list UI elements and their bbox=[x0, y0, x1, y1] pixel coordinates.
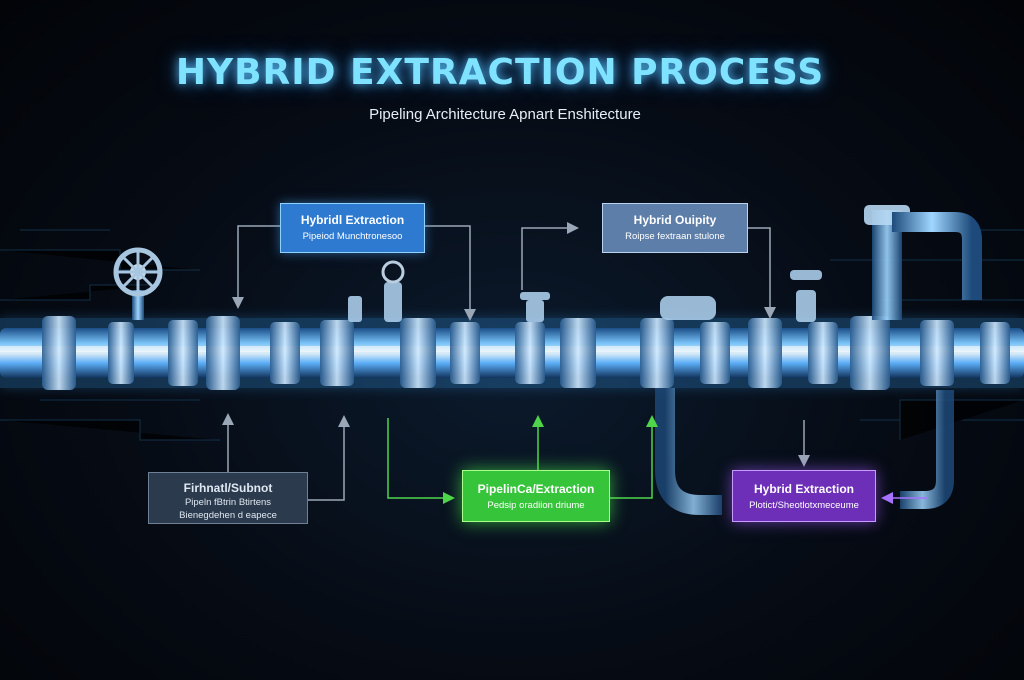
box-subtitle: Pedsip oradiion driume bbox=[487, 500, 585, 511]
box-subtitle: Pipeiod Munchtronesoo bbox=[302, 231, 403, 242]
box-title: Firhnatl/Subnot bbox=[183, 481, 273, 495]
valve-wheel bbox=[113, 247, 163, 320]
circuit-background bbox=[0, 229, 1024, 441]
hybrid-extraction-box: Hybridl Extraction Pipeiod Munchtronesoo bbox=[280, 203, 425, 253]
hybrid-extraction-purple-box: Hybrid Extraction Plotict/Sheotlotxmeceu… bbox=[732, 470, 876, 522]
box-subtitle-2: Bienegdehen d eapece bbox=[179, 510, 277, 521]
hybrid-quality-box: Hybrid Ouipity Roipse fextraan stulone bbox=[602, 203, 748, 253]
box-title: Hybridl Extraction bbox=[300, 213, 405, 227]
top-valves bbox=[348, 260, 822, 322]
u-pipe bbox=[655, 388, 722, 515]
connector-arrows bbox=[222, 222, 928, 504]
box-title: PipelinCa/Extraction bbox=[477, 482, 595, 496]
tower-pipe bbox=[864, 205, 982, 509]
diagram-subtitle: Pipeling Architecture Apnart Enshitectur… bbox=[369, 106, 641, 123]
box-title: Hybrid Extraction bbox=[753, 482, 855, 496]
box-title: Hybrid Ouipity bbox=[633, 213, 717, 227]
subnet-box: Firhnatl/Subnot Pipeln fBtrin Btirtens B… bbox=[148, 472, 308, 524]
box-subtitle: Roipse fextraan stulone bbox=[625, 231, 725, 242]
pipe-flanges bbox=[42, 316, 1010, 390]
box-subtitle: Plotict/Sheotlotxmeceume bbox=[749, 500, 859, 511]
diagram-title: HYBRID EXTRACTION PROCESS bbox=[175, 52, 825, 93]
pipeline-extraction-box: PipelinCa/Extraction Pedsip oradiion dri… bbox=[462, 470, 610, 522]
box-subtitle: Pipeln fBtrin Btirtens bbox=[184, 497, 272, 508]
